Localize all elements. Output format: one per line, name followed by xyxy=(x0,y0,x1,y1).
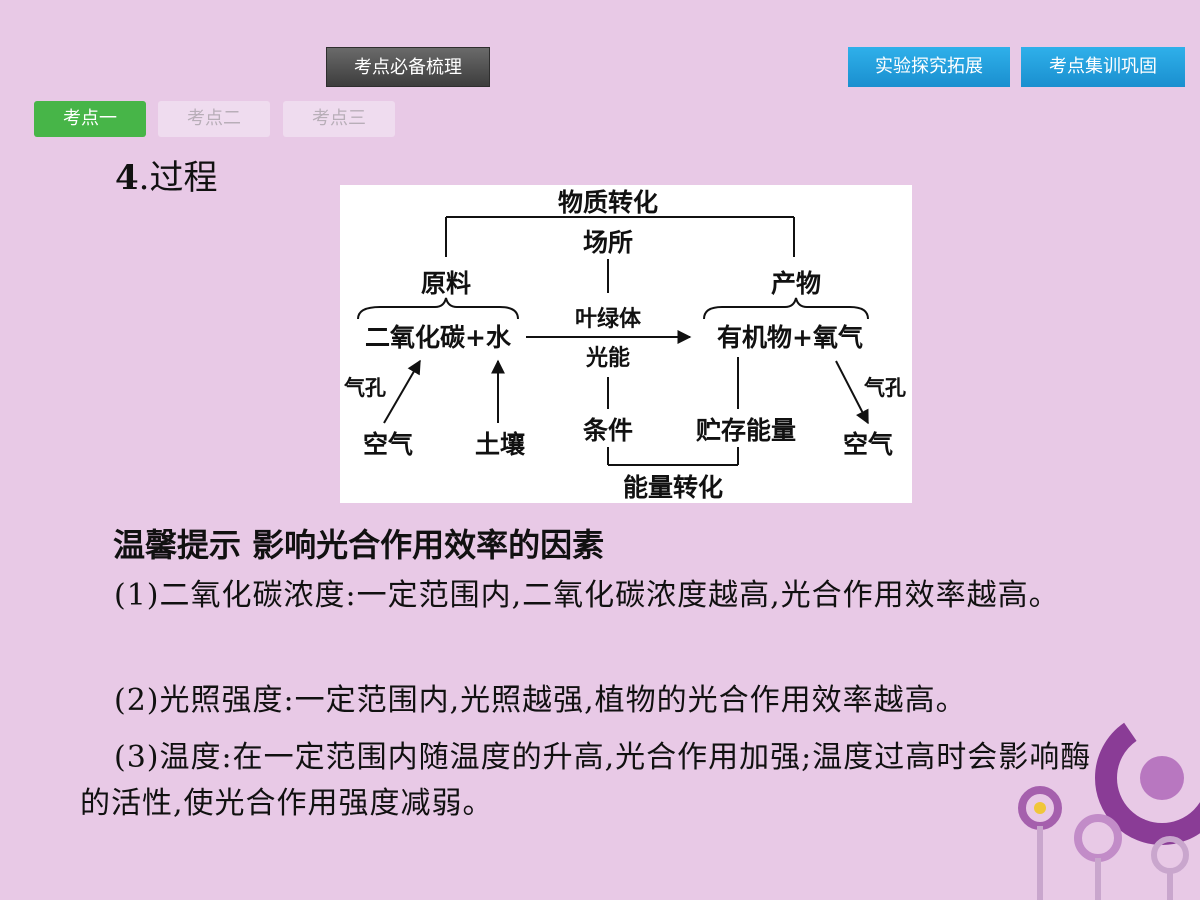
air-left-arrow xyxy=(383,359,421,424)
label-material-transform: 物质转化 xyxy=(558,188,658,217)
diagram-svg: 物质转化 场所 原料 产物 二氧化碳+水 叶绿体 光能 有机物+氧气 气孔 气孔… xyxy=(343,188,906,502)
section-heading: 4.过程 xyxy=(115,150,217,199)
label-reactants: 二氧化碳+水 xyxy=(365,323,512,352)
raw-brace xyxy=(357,297,519,320)
deco-dot-large xyxy=(1140,756,1184,800)
label-stoma-left: 气孔 xyxy=(343,375,386,400)
label-raw: 原料 xyxy=(421,269,471,298)
tab-kaodian-1[interactable]: 考点一 xyxy=(34,101,146,137)
factor-temperature: (3)温度:在一定范围内随温度的升高,光合作用加强;温度过高时会影响酶的活性,使… xyxy=(80,740,1092,821)
label-light-energy: 光能 xyxy=(585,345,630,371)
section-number: 4 xyxy=(115,158,139,198)
deco-dot-small xyxy=(1025,745,1035,755)
diagram-lines xyxy=(357,216,869,466)
deco-ring-mid xyxy=(1074,814,1122,862)
label-product: 产物 xyxy=(771,269,821,298)
label-stored-energy: 贮存能量 xyxy=(696,416,796,445)
section-title: .过程 xyxy=(138,158,218,198)
tab-kaodian-3[interactable]: 考点三 xyxy=(283,101,395,137)
nav-button-experiment[interactable]: 实验探究拓展 xyxy=(848,47,1010,87)
deco-dot-yellow xyxy=(1034,802,1046,814)
decorative-circles xyxy=(1018,711,1200,900)
label-chloroplast: 叶绿体 xyxy=(575,306,642,332)
factor-co2: (1)二氧化碳浓度:一定范围内,二氧化碳浓度越高,光合作用效率越高。 xyxy=(114,578,1060,613)
label-condition: 条件 xyxy=(583,416,633,445)
label-air-left: 空气 xyxy=(363,430,413,459)
label-site: 场所 xyxy=(583,228,633,257)
label-products: 有机物+氧气 xyxy=(717,323,863,352)
deco-ring-large xyxy=(1095,711,1200,845)
nav-button-review[interactable]: 考点必备梳理 xyxy=(326,47,490,87)
label-soil: 土壤 xyxy=(475,430,526,459)
nav-button-consolidate[interactable]: 考点集训巩固 xyxy=(1021,47,1185,87)
factor-light: (2)光照强度:一定范围内,光照越强,植物的光合作用效率越高。 xyxy=(114,683,967,718)
tip-heading: 温馨提示 影响光合作用效率的因素 xyxy=(113,526,605,564)
label-air-right: 空气 xyxy=(843,430,893,459)
label-stoma-right: 气孔 xyxy=(863,375,906,400)
product-brace xyxy=(703,297,869,320)
tab-kaodian-2[interactable]: 考点二 xyxy=(158,101,270,137)
air-right-arrow xyxy=(835,360,869,425)
label-energy-transform: 能量转化 xyxy=(623,473,723,502)
photosynthesis-diagram: 物质转化 场所 原料 产物 二氧化碳+水 叶绿体 光能 有机物+氧气 气孔 气孔… xyxy=(340,185,912,503)
